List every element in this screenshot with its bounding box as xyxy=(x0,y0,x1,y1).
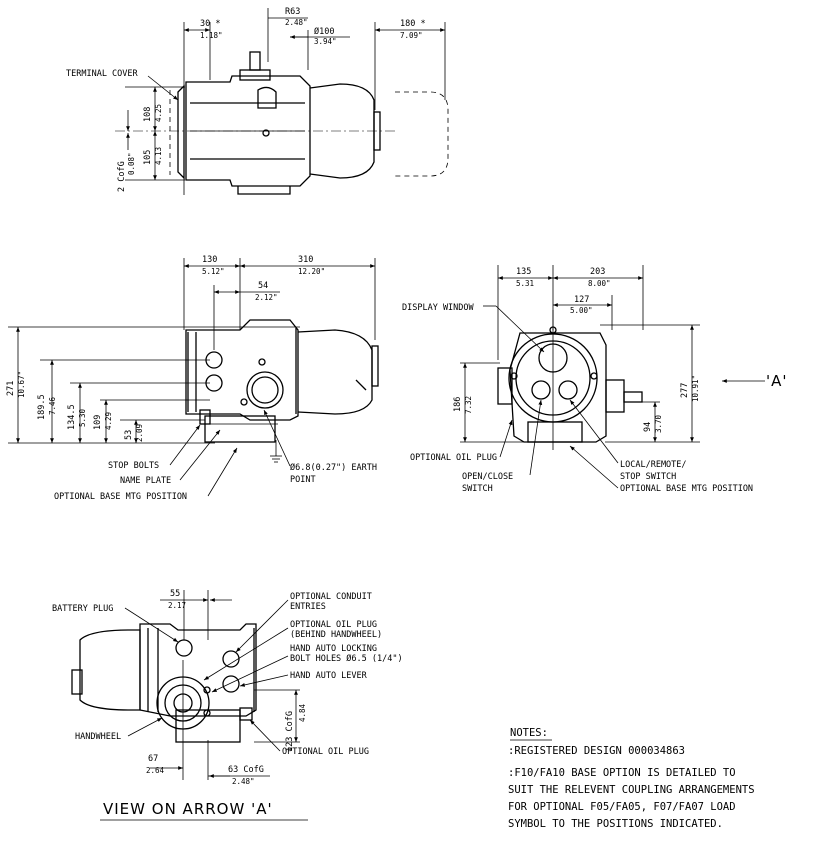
view-caption: VIEW ON ARROW 'A' xyxy=(103,800,273,818)
conduit-label-2: ENTRIES xyxy=(290,602,326,612)
dim-67: 67 xyxy=(148,754,158,764)
dim-108-in: 4.25 xyxy=(154,104,163,122)
dim-55-in: 2.17 xyxy=(168,601,186,610)
dim-105: 105 xyxy=(143,150,153,165)
arrow-view: 55 2.17 123 CofG 4.84 67 2.64 63 CofG 2.… xyxy=(52,589,403,821)
terminal-cover-label: TERMINAL COVER xyxy=(66,69,139,79)
open-close-label-1: OPEN/CLOSE xyxy=(462,472,513,482)
dim-54: 54 xyxy=(258,281,268,291)
dim-100-in: 3.94" xyxy=(314,37,337,46)
dim-r63-in: 2.48" xyxy=(285,18,308,27)
dim-135-in: 5.31 xyxy=(516,279,534,288)
dim-30: 30 * xyxy=(200,19,220,29)
dim-180-in: 7.09" xyxy=(400,31,423,40)
dim-186-in: 7.32 xyxy=(464,396,473,414)
dim-105-in: 4.13 xyxy=(154,147,163,165)
dim-30-in: 1.18" xyxy=(200,31,223,40)
side-view: 130 5.12" 310 12.20" 54 2.12" 271 10.67"… xyxy=(6,255,379,502)
dim-271: 271 xyxy=(6,381,16,396)
oil-plug-label-1: OPTIONAL OIL PLUG xyxy=(290,620,377,630)
dim-189-in: 7.46 xyxy=(48,396,57,415)
dim-cofg-in: 0.08" xyxy=(127,152,136,175)
dim-277-in: 10.91" xyxy=(691,375,700,402)
stop-bolts-label: STOP BOLTS xyxy=(108,461,159,471)
dim-134-in: 5.30 xyxy=(78,408,87,427)
dim-r63: R63 xyxy=(285,7,300,17)
dim-123: 123 CofG xyxy=(285,711,295,752)
battery-plug-label: BATTERY PLUG xyxy=(52,604,113,614)
dim-277: 277 xyxy=(680,383,690,398)
locking-label-2: BOLT HOLES Ø6.5 (1/4") xyxy=(290,653,403,664)
dim-94-in: 3.70 xyxy=(654,414,663,433)
opt-oil-plug-label-2: OPTIONAL OIL PLUG xyxy=(282,747,369,757)
oil-plug-label-2: (BEHIND HANDWHEEL) xyxy=(290,630,382,640)
dim-94: 94 xyxy=(643,422,653,432)
dim-189: 189.5 xyxy=(37,394,47,420)
dim-54-in: 2.12" xyxy=(255,293,278,302)
top-view: 30 * 1.18" R63 2.48" Ø100 3.94" 180 * 7.… xyxy=(66,7,449,195)
name-plate-label: NAME PLATE xyxy=(120,476,171,486)
conduit-label-1: OPTIONAL CONDUIT xyxy=(290,592,372,602)
dim-186: 186 xyxy=(453,397,463,412)
notes-line-4: FOR OPTIONAL F05/FA05, F07/FA07 LOAD xyxy=(508,801,736,813)
dim-203: 203 xyxy=(590,267,605,277)
earth-label-2: POINT xyxy=(290,475,316,485)
dim-310: 310 xyxy=(298,255,313,265)
dim-108: 108 xyxy=(143,107,153,122)
dim-203-in: 8.00" xyxy=(588,279,611,288)
opt-oil-plug-label: OPTIONAL OIL PLUG xyxy=(410,453,497,463)
earth-label-1: Ø6.8(0.27") EARTH xyxy=(290,462,377,473)
hand-auto-lever-label: HAND AUTO LEVER xyxy=(290,671,368,681)
arrow-a-label: 'A' xyxy=(766,372,788,390)
dim-53-in: 2.09 xyxy=(135,424,144,442)
dim-180: 180 * xyxy=(400,19,426,29)
dim-63-in: 2.48" xyxy=(232,777,255,786)
dim-cofg: 2 CofG xyxy=(117,161,127,192)
dim-67-in: 2.64 xyxy=(146,766,165,775)
display-window-label: DISPLAY WINDOW xyxy=(402,303,475,313)
local-remote-label-1: LOCAL/REMOTE/ xyxy=(620,460,687,470)
dim-271-in: 10.67" xyxy=(17,371,26,398)
open-close-label-2: SWITCH xyxy=(462,484,493,494)
handwheel-label: HANDWHEEL xyxy=(75,732,121,742)
notes-line-2: :F10/FA10 BASE OPTION IS DETAILED TO xyxy=(508,767,736,779)
dim-53: 53 xyxy=(124,430,134,440)
notes-block: NOTES: :REGISTERED DESIGN 000034863 :F10… xyxy=(508,727,755,830)
dim-127: 127 xyxy=(574,295,589,305)
dim-135: 135 xyxy=(516,267,531,277)
notes-heading: NOTES: xyxy=(510,727,548,739)
dim-63: 63 CofG xyxy=(228,765,264,775)
dim-130: 130 xyxy=(202,255,217,265)
notes-line-5: SYMBOL TO THE POSITIONS INDICATED. xyxy=(508,818,723,830)
dim-123-in: 4.84 xyxy=(298,703,307,722)
opt-base-label: OPTIONAL BASE MTG POSITION xyxy=(54,492,187,502)
dim-310-in: 12.20" xyxy=(298,267,325,276)
dim-134: 134.5 xyxy=(67,404,77,430)
locking-label-1: HAND AUTO LOCKING xyxy=(290,644,377,654)
dim-100: Ø100 xyxy=(314,26,334,37)
dim-109: 109 xyxy=(93,415,103,430)
dim-130-in: 5.12" xyxy=(202,267,225,276)
dim-55: 55 xyxy=(170,589,180,599)
dim-109-in: 4.29 xyxy=(104,412,113,430)
notes-line-1: :REGISTERED DESIGN 000034863 xyxy=(508,745,685,757)
notes-line-3: SUIT THE RELEVENT COUPLING ARRANGEMENTS xyxy=(508,784,755,796)
local-remote-label-2: STOP SWITCH xyxy=(620,472,676,482)
front-view: 135 5.31 203 8.00" 127 5.00" 186 7.32 27… xyxy=(402,265,788,494)
opt-base-front-label: OPTIONAL BASE MTG POSITION xyxy=(620,484,753,494)
dim-127-in: 5.00" xyxy=(570,306,593,315)
